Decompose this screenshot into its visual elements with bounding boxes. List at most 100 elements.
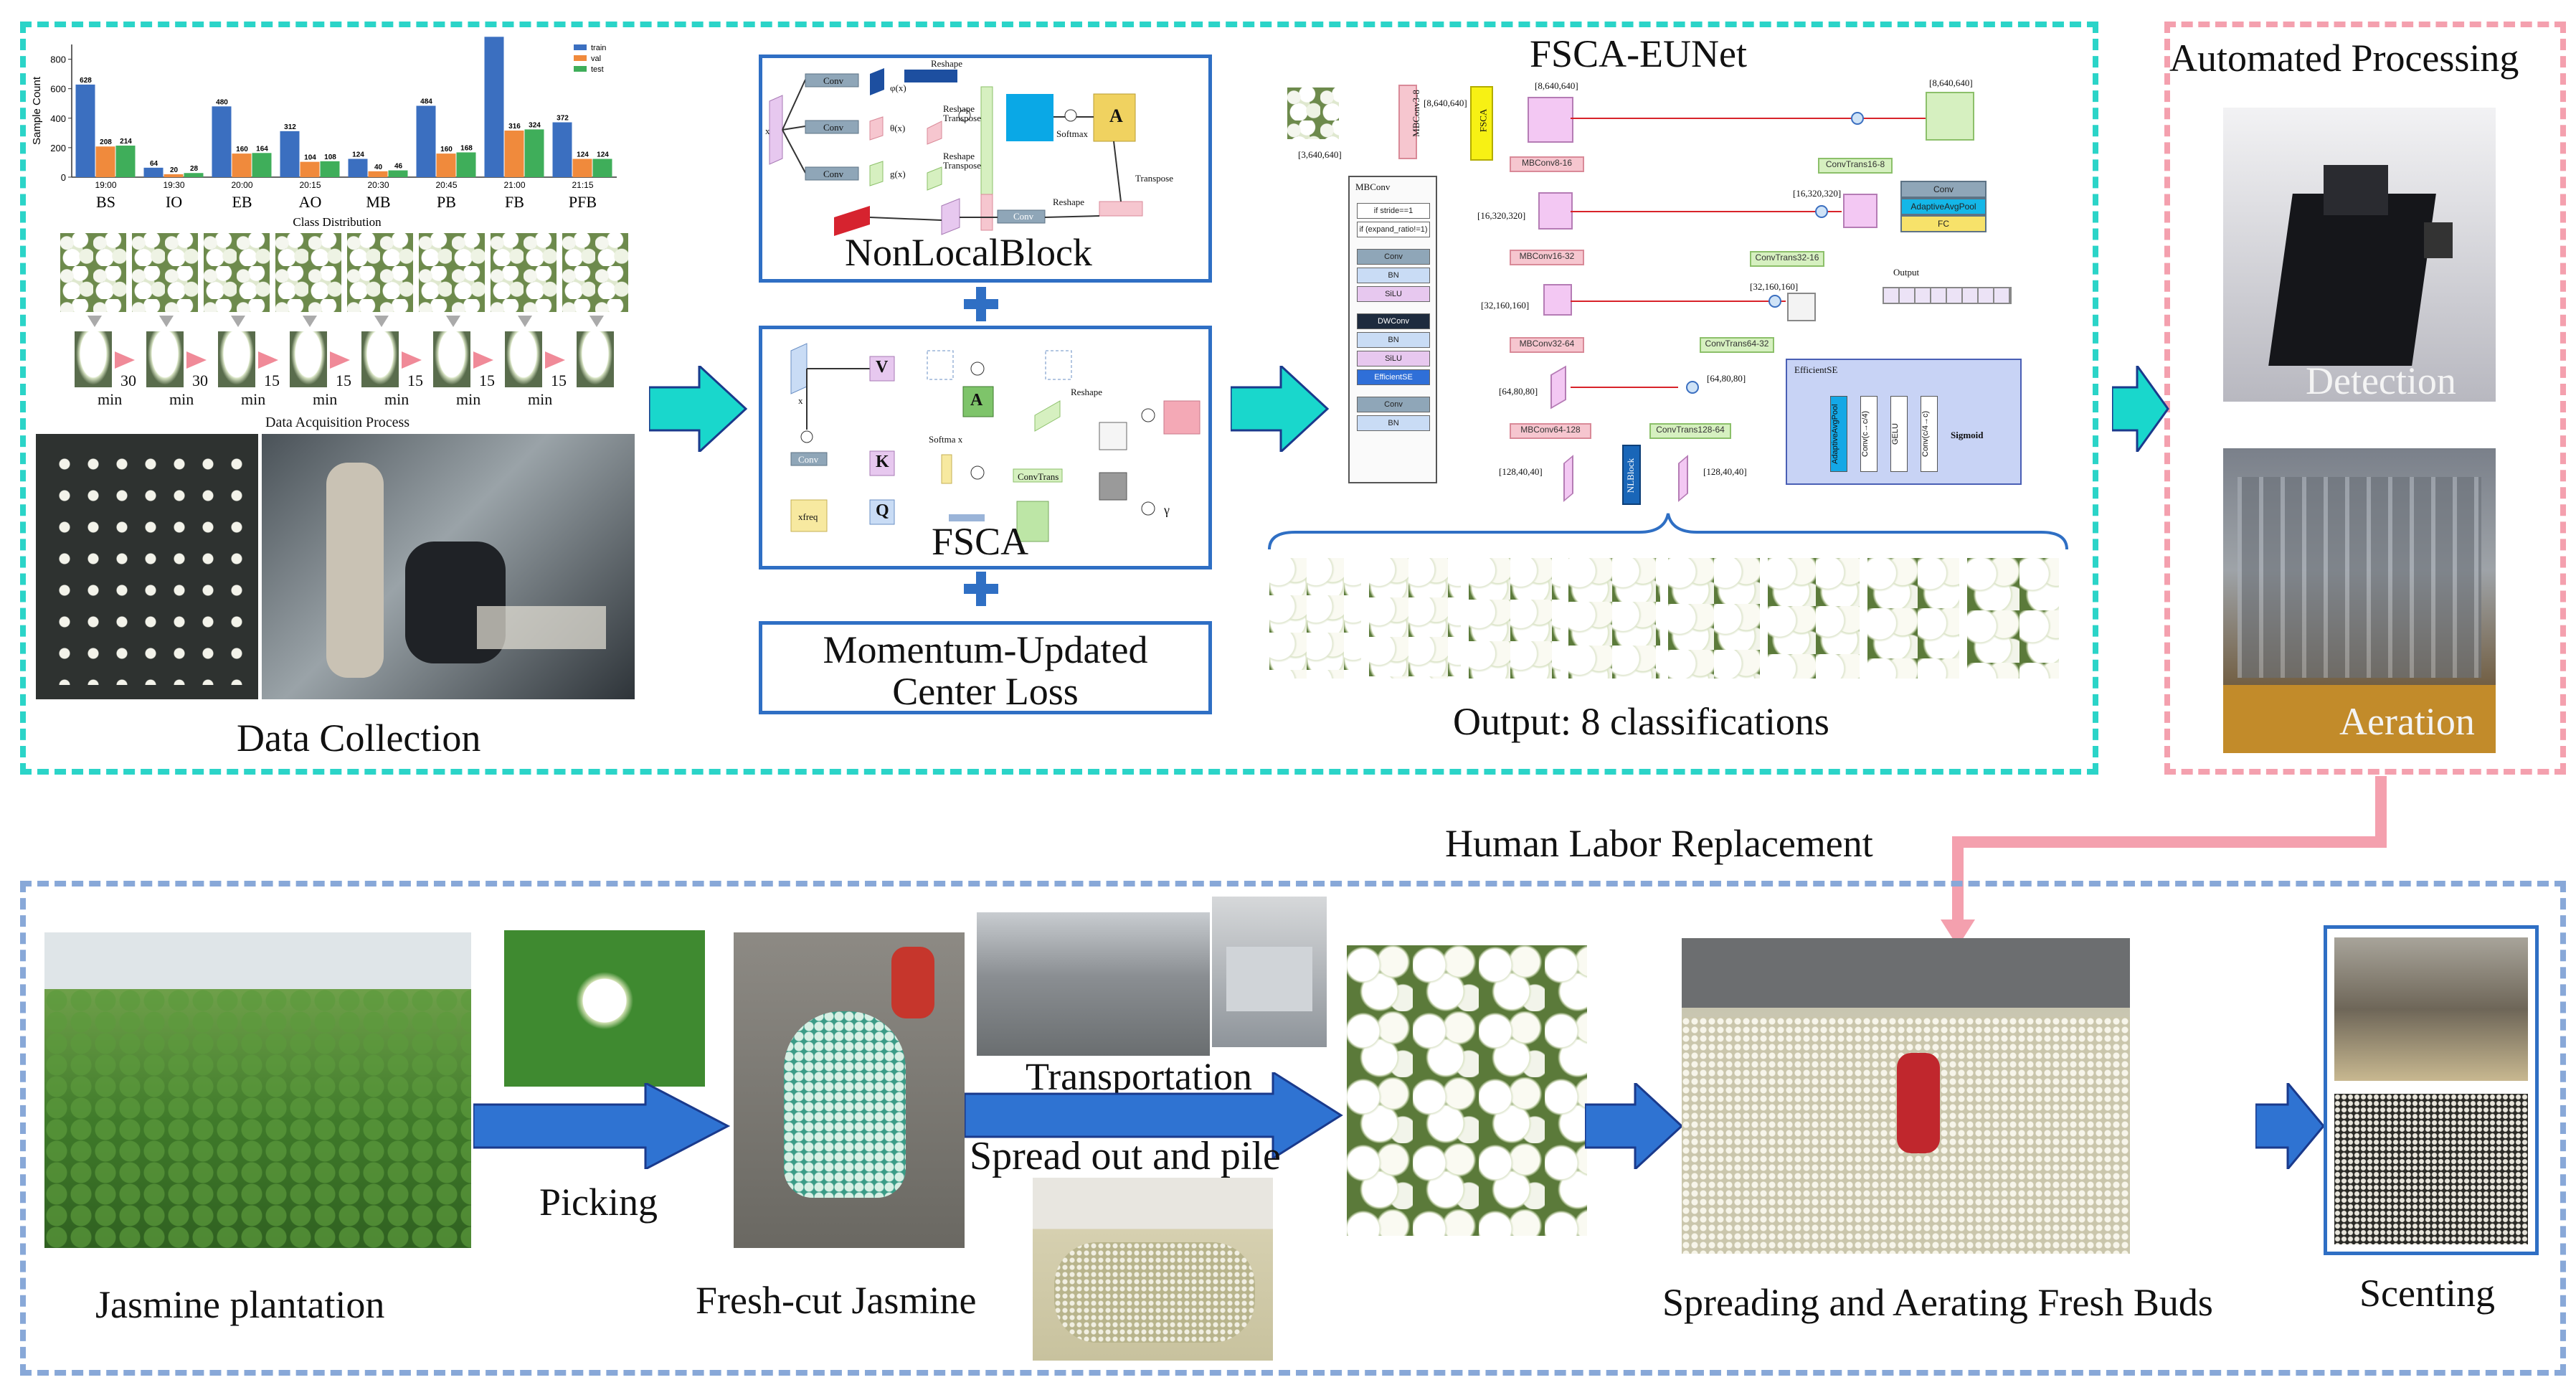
- acquisition-thumb: [491, 233, 557, 312]
- x-axis-label: Class Distribution: [293, 215, 382, 229]
- bar-val: [300, 161, 320, 177]
- fsca-eunet-title: FSCA-EUNet: [1530, 32, 1748, 75]
- center-loss-line2: Center Loss: [892, 670, 1079, 713]
- mbconv-step: EfficientSE: [1357, 369, 1430, 385]
- category-label: PFB: [569, 193, 597, 211]
- output-label: Output: 8 classifications: [1453, 700, 1829, 743]
- bar-value-label: 214: [120, 138, 132, 146]
- bar-value-label: 160: [440, 146, 453, 153]
- field-collection-photo: [262, 434, 635, 699]
- legend-label: val: [591, 55, 601, 63]
- y-axis-label: Sample Count: [31, 76, 43, 145]
- bud-thumb: [433, 331, 470, 387]
- automated-processing-title: Automated Processing: [2169, 37, 2519, 80]
- head-fc: FC: [1900, 215, 1987, 232]
- head-output-label: Output: [1893, 267, 1920, 278]
- bar-value-label: 124: [352, 151, 364, 159]
- detection-label: Detection: [2306, 359, 2456, 402]
- bar-train: [75, 84, 95, 178]
- model-pipeline-region: [20, 22, 2098, 775]
- dec-block-1: ConvTrans16-8: [1818, 158, 1893, 174]
- category-label: MB: [366, 193, 390, 211]
- encoder-cube-3: [1543, 284, 1572, 316]
- arrow-right-icon: [402, 351, 422, 369]
- bar-val: [232, 153, 252, 177]
- arrow-right-icon: [1231, 366, 1330, 452]
- truck-photo: [1212, 897, 1327, 1047]
- bar-value-label: 312: [284, 123, 296, 131]
- spread-pile-label: Spread out and pile: [970, 1134, 1281, 1178]
- bar-value-label: 372: [557, 115, 569, 123]
- bar-train: [416, 105, 436, 177]
- mbconv-step: SiLU: [1357, 286, 1430, 302]
- enc-dim-1: [8,640,640]: [1535, 80, 1578, 91]
- nl-conv-4: Conv: [1013, 211, 1034, 222]
- arrow-down-icon: [159, 316, 174, 327]
- mbconv-step: SiLU: [1357, 351, 1430, 367]
- spreading-photo: [1682, 938, 2130, 1254]
- arrow-right-icon: [186, 351, 207, 369]
- arrow-right-icon: [330, 351, 350, 369]
- category-label: EB: [232, 193, 252, 211]
- fsca-convtrans-label: ConvTrans: [1018, 471, 1059, 482]
- bar-value-label: 952: [488, 36, 501, 37]
- enc-dim-4: [64,80,80]: [1499, 386, 1538, 397]
- legend-swatch: [574, 55, 587, 61]
- bar-train: [484, 37, 504, 177]
- mbconv-step: if (expand_ratio!=1): [1357, 222, 1430, 237]
- interval-value: 15: [479, 372, 495, 389]
- output-brace: [1268, 513, 2068, 550]
- category-label: IO: [166, 193, 182, 211]
- bar-val: [164, 174, 184, 177]
- arrow-down-icon: [374, 316, 389, 327]
- bud-thumb: [218, 331, 255, 387]
- bar-test: [252, 153, 272, 177]
- fsca-a-label: A: [970, 391, 983, 410]
- nonlocal-block-diagram: [769, 68, 1143, 236]
- category-label: BS: [96, 193, 115, 211]
- plantation-label: Jasmine plantation: [95, 1283, 385, 1326]
- center-loss-panel: Momentum-Updated Center Loss: [759, 621, 1212, 714]
- interval-unit: min: [456, 390, 481, 408]
- bud-thumb: [577, 331, 614, 387]
- scenting-photo-bottom: [2334, 1094, 2528, 1244]
- enc-block-3: MBConv32-64: [1510, 337, 1584, 353]
- dec-dim-2: [16,320,320]: [1793, 188, 1842, 199]
- bar-test: [184, 173, 204, 177]
- class-thumb: [1967, 558, 2059, 679]
- fsca-q-label: Q: [876, 501, 889, 520]
- transportation-label: Transportation: [1026, 1055, 1253, 1098]
- interval-unit: min: [384, 390, 409, 408]
- interval-value: 15: [336, 372, 351, 389]
- fresh-buds-photo: [1347, 945, 1587, 1236]
- nl-theta-label: θ(x): [890, 123, 906, 133]
- legend-label: train: [591, 44, 606, 52]
- fsca-panel: x V K Q A Conv xfreq Softma x Reshape Co…: [759, 326, 1212, 569]
- interval-value: 15: [264, 372, 280, 389]
- class-thumb: [1668, 558, 1760, 679]
- category-label: FB: [505, 193, 524, 211]
- detection-photo: [2223, 108, 2496, 402]
- bar-train: [552, 122, 572, 177]
- arrow-down-icon: [303, 316, 317, 327]
- bar-value-label: 480: [216, 98, 228, 106]
- mbconv-step: BN: [1357, 415, 1430, 431]
- encoder-cube-2: [1538, 192, 1573, 230]
- nl-phi-label: φ(x): [890, 82, 906, 93]
- plus-icon: [964, 287, 998, 321]
- se-step: Conv(c→c/4): [1860, 396, 1877, 472]
- bar-test: [592, 159, 612, 177]
- category-label: AO: [299, 193, 322, 211]
- arrow-right-icon: [965, 1072, 1343, 1158]
- human-labor-title: Human Labor Replacement: [1445, 822, 1873, 865]
- automated-processing-region: [2164, 22, 2566, 775]
- enc-block-4: MBConv64-128: [1510, 423, 1591, 439]
- encoder-cube-1: [1528, 97, 1573, 143]
- decoder-cube-3: [1787, 293, 1816, 321]
- arrow-right-icon: [2112, 366, 2169, 452]
- bar-train: [348, 159, 368, 177]
- bud-samples-photo: [36, 434, 258, 699]
- bar-value-label: 324: [529, 121, 541, 129]
